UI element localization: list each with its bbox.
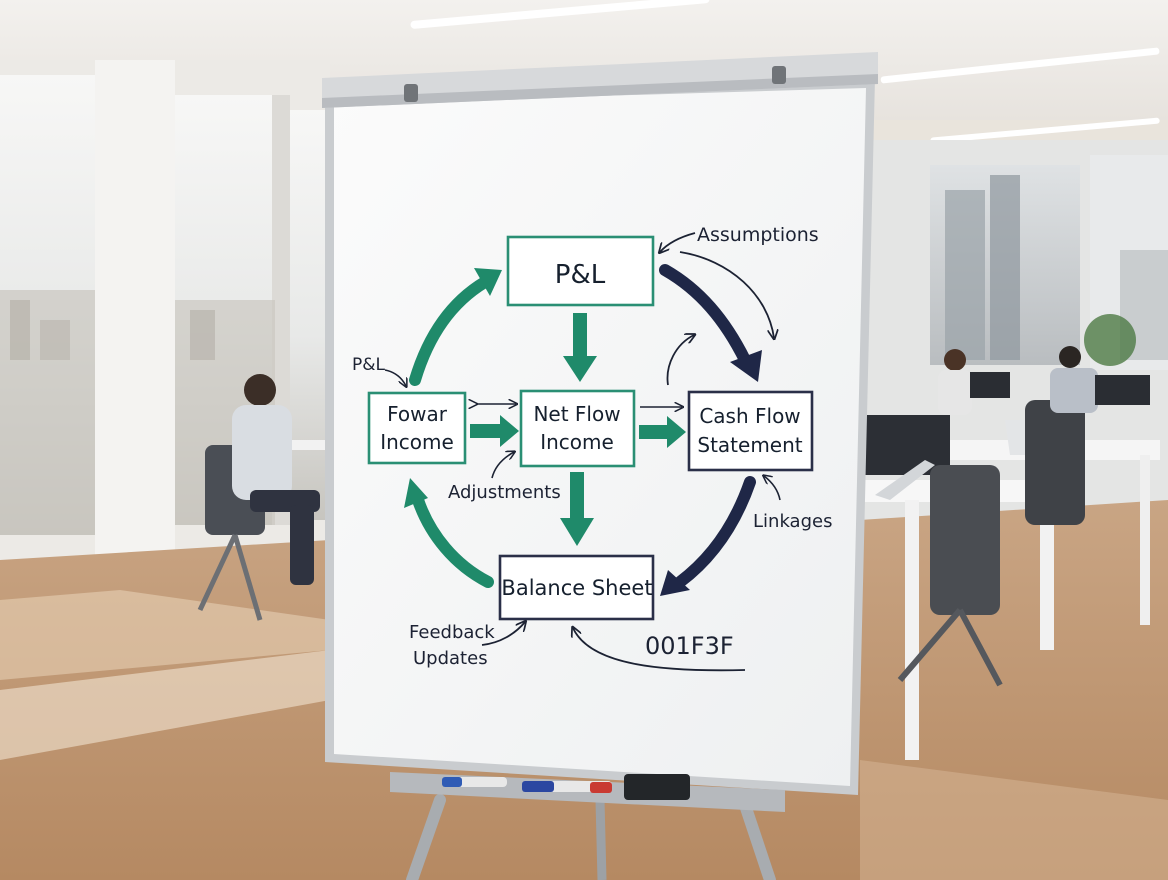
person-head-far xyxy=(1059,346,1081,368)
net-flow-income-box: Net Flow Income xyxy=(519,389,636,468)
easel-leg-center xyxy=(595,799,607,880)
navy-arc-arrow-top-right xyxy=(659,264,751,366)
building xyxy=(945,190,985,360)
teal-arrowhead xyxy=(404,478,428,508)
pl-side-pointer xyxy=(384,369,406,386)
forward-income-line1: Fowar xyxy=(387,402,448,426)
ceiling-light xyxy=(410,0,710,29)
balance-sheet-label: Balance Sheet xyxy=(501,576,652,600)
eraser xyxy=(624,774,690,800)
hex-code-pointer xyxy=(573,628,746,672)
linkages-label: Linkages xyxy=(753,511,832,532)
assumptions-pointer xyxy=(660,232,696,252)
window-right xyxy=(290,110,330,520)
monitor xyxy=(865,415,950,475)
teal-arrow-right-1 xyxy=(470,424,502,438)
teal-arrow-down-bottom xyxy=(570,472,584,520)
office-chair-right xyxy=(930,465,1000,615)
ceiling-light xyxy=(930,117,1160,144)
teal-arrow-down-top xyxy=(573,313,587,359)
adjustments-pointer xyxy=(491,452,514,479)
easel-leg-right xyxy=(739,799,776,880)
assumptions-curve xyxy=(679,251,774,338)
feedback-label-line2: Updates xyxy=(413,648,488,669)
assumptions-label: Assumptions xyxy=(697,224,819,246)
net-flow-income-line2: Income xyxy=(540,430,614,454)
cashflow-curve xyxy=(666,335,694,386)
office-chair-far xyxy=(1025,400,1085,525)
cash-flow-line2: Statement xyxy=(697,433,802,457)
pl-side-label: P&L xyxy=(352,355,386,375)
flow-diagram: P&L Fowar Income Net Flow Income Cash Fl… xyxy=(352,224,832,672)
pl-box: P&L xyxy=(506,235,655,307)
laptop xyxy=(875,460,935,500)
forward-income-box: Fowar Income xyxy=(367,391,467,465)
teal-arc-arrow-bottom-left xyxy=(412,494,494,588)
net-flow-income-line1: Net Flow xyxy=(533,402,620,426)
pillar xyxy=(95,60,175,580)
building xyxy=(990,175,1020,360)
person-head xyxy=(244,374,276,406)
plant xyxy=(1084,314,1136,366)
hex-code-label: 001F3F xyxy=(645,632,734,660)
person-torso xyxy=(232,405,292,500)
person-far xyxy=(1050,368,1098,413)
forward-income-line2: Income xyxy=(380,430,454,454)
desk xyxy=(280,440,330,450)
monitor-far xyxy=(970,372,1010,398)
clamp-knob xyxy=(404,84,418,102)
navy-arrowhead xyxy=(660,570,690,596)
cash-flow-statement-box: Cash Flow Statement xyxy=(687,390,814,472)
feedback-pointer xyxy=(481,622,525,646)
pl-box-label: P&L xyxy=(555,260,606,290)
balance-sheet-box: Balance Sheet xyxy=(498,554,655,621)
person-far xyxy=(938,370,972,415)
teal-arrowhead xyxy=(474,268,502,296)
sunlight-patch xyxy=(0,650,330,760)
easel-leg-left xyxy=(406,794,446,880)
person-head-far xyxy=(944,349,966,371)
clamp-knob xyxy=(772,66,786,84)
navy-arrowhead xyxy=(730,350,762,382)
feedback-label-line1: Feedback xyxy=(409,622,495,643)
teal-arc-arrow-top-left xyxy=(409,276,491,386)
cash-flow-line1: Cash Flow xyxy=(699,404,800,428)
ceiling-light xyxy=(880,47,1160,84)
teal-arrow-right-2 xyxy=(639,425,669,439)
linkages-pointer xyxy=(764,476,781,501)
navy-arc-arrow-bottom-right xyxy=(674,476,756,588)
monitor-far xyxy=(1095,375,1150,405)
adjustments-label: Adjustments xyxy=(448,482,561,503)
